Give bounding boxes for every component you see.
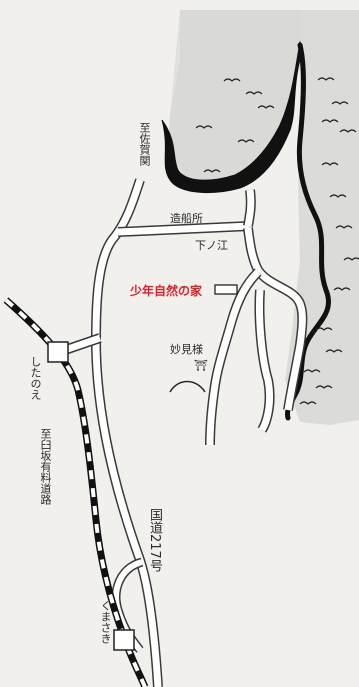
shimonoe-label: 下ノ江: [195, 239, 228, 252]
youth-nature-house-building: [214, 284, 238, 295]
hill-mark: [169, 380, 206, 393]
shipyard-label: 造船所: [170, 212, 203, 225]
side-roads: [205, 227, 308, 446]
national-route-road: [90, 178, 163, 687]
road-to-shitanoe: [63, 333, 102, 355]
to-usuzaka-toll-road-label: 至臼坂有料道路: [39, 428, 52, 505]
shitanoe-station-label: したのえ: [29, 356, 42, 400]
youth-nature-house-label: 少年自然の家: [130, 284, 203, 298]
shitanoe-station-marker: [47, 341, 69, 363]
kumasaki-station-marker: [113, 629, 135, 651]
to-saga-seki-label: 至佐賀関: [138, 122, 151, 166]
sea-area-upper: [168, 10, 302, 185]
kumasaki-station-label: くまさき: [99, 600, 112, 644]
myokensama-label: 妙見様: [170, 343, 203, 356]
wave-marks: [195, 77, 359, 405]
road-to-shipyard: [117, 189, 256, 237]
shrine-icon: ⛩: [194, 359, 208, 372]
national-route-label: 国道217号: [147, 508, 162, 572]
